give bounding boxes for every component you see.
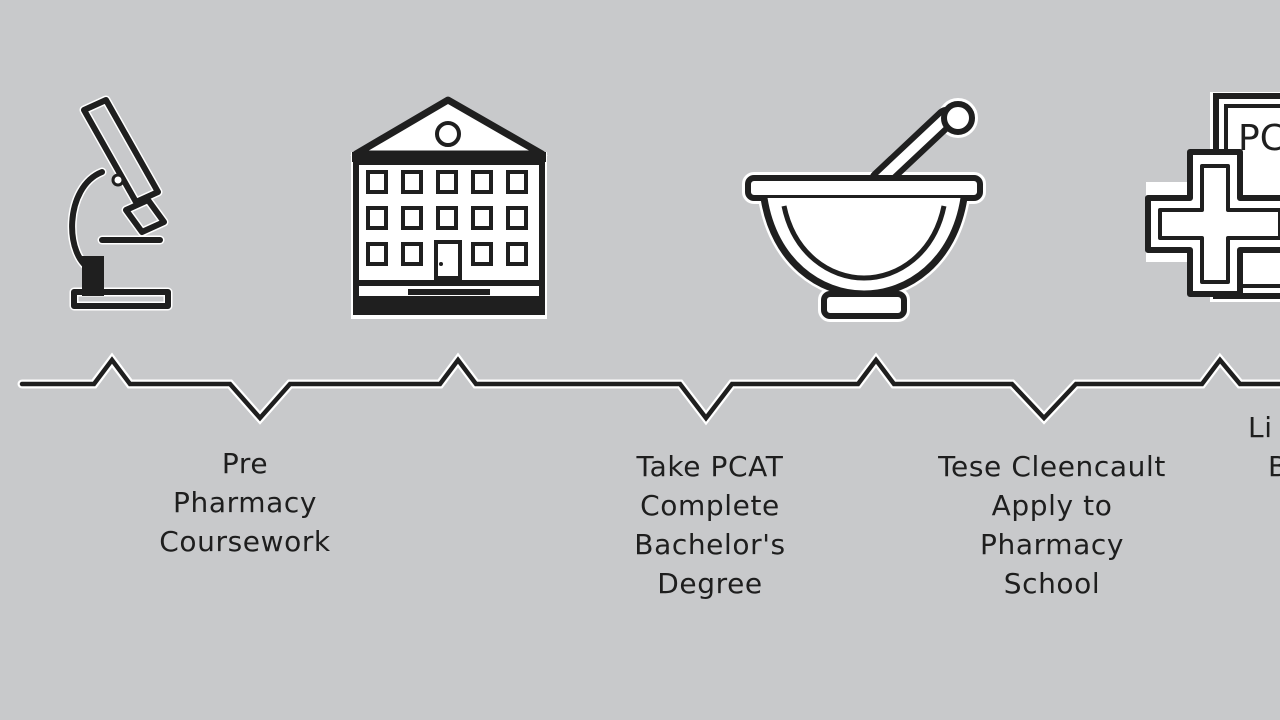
step-label-pcat-degree: Take PCAT Complete Bachelor's Degree (600, 447, 820, 603)
label-line: Bachelor's (634, 528, 786, 561)
microscope-icon (62, 92, 182, 317)
step-label-pre-pharmacy: Pre Pharmacy Coursework (130, 444, 360, 561)
label-line: Tese Cleencault (938, 450, 1166, 483)
university-building-icon (348, 92, 550, 322)
mortar-and-pestle-icon (740, 94, 990, 326)
label-line: Pre (221, 447, 269, 480)
pcat-document-plus-icon: PC (1140, 86, 1280, 306)
label-line: Degree (657, 567, 763, 600)
pcat-icon-text: PC (1238, 118, 1280, 159)
label-line: Apply to (991, 489, 1113, 522)
label-line: B (1268, 450, 1280, 483)
step-label-apply-pharmacy: Tese Cleencault Apply to Pharmacy School (912, 447, 1192, 603)
label-line: Li (1248, 411, 1273, 444)
label-line: Pharmacy (172, 486, 317, 519)
timeline-line (0, 340, 1280, 444)
label-line: Coursework (159, 525, 331, 558)
label-line: Complete (640, 489, 780, 522)
step-label-licensure: Li B (1248, 408, 1280, 486)
label-line: Pharmacy (979, 528, 1124, 561)
label-line: Take PCAT (636, 450, 784, 483)
label-line: School (1003, 567, 1101, 600)
